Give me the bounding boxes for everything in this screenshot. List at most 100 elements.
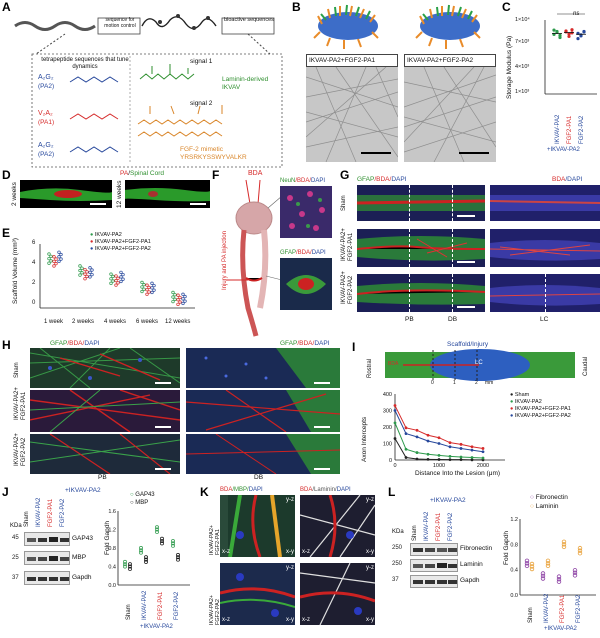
i-ytick: 300	[383, 409, 392, 415]
e-point	[147, 290, 151, 294]
h-pb-sham	[30, 348, 180, 388]
i-legend: ● Sham ● IKVAV-PA2 ● IKVAV-PA2+FGF2-PA1 …	[510, 392, 571, 420]
e-point	[150, 281, 154, 285]
j-ikvav-header: +IKVAV-PA2	[65, 487, 101, 494]
l-ytick: 0.0	[510, 593, 518, 599]
pa1-name: (PA1)	[38, 119, 55, 126]
e-point	[114, 278, 118, 283]
pa2-bottom-name: (PA2)	[38, 151, 55, 158]
i-point	[481, 447, 485, 450]
pa2-top-code: A₂G₂	[38, 74, 54, 81]
e-xtick-4: 12 weeks	[165, 319, 191, 325]
l-point	[524, 561, 530, 566]
f-inset2-legend: GFAP/BDA/DAPI	[280, 250, 326, 256]
e-ylabel: Scaffold Volume (mm³)	[12, 238, 19, 304]
j-point	[155, 529, 159, 534]
j-point	[139, 548, 143, 553]
signal1-label: signal 1	[190, 58, 213, 65]
i-point	[470, 448, 474, 452]
k-legend-right: BDA/Laminin/DAPI	[300, 487, 351, 493]
e-point	[111, 274, 115, 279]
l-point	[572, 568, 578, 573]
l-kda: KDa	[392, 529, 404, 535]
e-point	[109, 277, 113, 281]
e-point	[114, 274, 118, 278]
l-x2: FGF2-PA1	[560, 594, 566, 623]
h-db-sham	[186, 348, 340, 388]
j-kda: KDa	[10, 523, 22, 529]
j-legend-item-0: ○ GAP43	[130, 492, 155, 498]
e-point	[181, 292, 185, 296]
i-mm: mm	[485, 380, 494, 386]
e-point	[119, 270, 123, 274]
e-point	[145, 283, 149, 287]
e-point	[150, 290, 154, 295]
l-point	[524, 558, 530, 563]
j-ytick: 1.2	[108, 528, 116, 534]
signal2-label: signal 2	[190, 100, 213, 107]
h-db-label: DB	[254, 474, 264, 481]
e-point	[176, 293, 180, 297]
c-ytick-1: 7×10³	[515, 39, 530, 45]
l-point	[556, 574, 562, 579]
j-point	[128, 566, 132, 571]
l-band-2: Gapdh	[460, 577, 480, 584]
h-row-label-2: IKVAV-PA2+ FGF2-PA2	[14, 433, 27, 466]
g-row-label-1: IKVAV-PA2+ FGF2-PA1	[341, 228, 354, 261]
j-point	[171, 543, 175, 548]
panel-label-k: K	[200, 485, 209, 499]
k-xy-3: x-y	[286, 617, 294, 623]
e-point	[52, 264, 56, 268]
rat-injection-schematic	[226, 179, 283, 337]
k-xy-1: x-y	[286, 549, 294, 555]
e-point	[111, 279, 115, 283]
i-point	[448, 458, 452, 462]
pa1-code: V₂A₂	[38, 110, 53, 117]
c-point	[567, 34, 571, 39]
i-point	[404, 447, 408, 451]
d-right-time: 12 weeks	[116, 180, 123, 208]
panel-label-f: F	[212, 168, 220, 182]
e-point	[88, 270, 92, 274]
f-inset1-legend: NeuN/BDA/DAPI	[280, 178, 326, 184]
j-point	[171, 539, 175, 544]
l-fold-gapdh-chart: 0.00.40.81.2	[510, 517, 596, 599]
l-ytick: 0.8	[510, 542, 518, 548]
e-point	[54, 262, 58, 266]
e-point	[150, 286, 154, 290]
e-point	[47, 252, 51, 256]
k-xy-4: x-y	[366, 617, 374, 623]
j-point	[123, 562, 127, 567]
c-point	[582, 30, 586, 34]
j-x0: Sham	[126, 604, 132, 620]
l-point	[572, 573, 578, 578]
l-point	[577, 545, 583, 551]
i-series-line	[394, 405, 484, 449]
k-xz-1: x-z	[222, 549, 230, 555]
j-point	[160, 539, 164, 544]
j-ytick: 1.6	[108, 509, 116, 515]
l-point	[556, 579, 562, 584]
e-legend: ● IKVAV-PA2 ● IKVAV-PA2+FGF2-PA1 ● IKVAV…	[90, 232, 151, 253]
l-band-1: Laminin	[460, 561, 483, 568]
i-point	[448, 441, 452, 445]
i-legend-item-3: ● IKVAV-PA2+FGF2-PA2	[510, 413, 571, 419]
e-point	[145, 288, 149, 292]
g-legend-right: BDA/DAPI	[552, 176, 583, 183]
k-legend-left: BDA/MBP/DAPI	[220, 487, 263, 493]
l-band-0: Fibronectin	[460, 545, 493, 552]
e-point	[57, 250, 61, 254]
i-lc-label: LC	[475, 360, 483, 366]
e-ytick-2: 2	[32, 280, 36, 286]
l-point	[529, 566, 535, 572]
i-xtick: 0	[393, 463, 396, 469]
f-bda-label: BDA	[248, 170, 263, 177]
e-point	[152, 288, 156, 292]
j-band-2: Gapdh	[72, 574, 92, 581]
j-ytick: 0.0	[108, 583, 116, 589]
g-pb-label: PB	[405, 316, 414, 323]
i-point	[404, 432, 408, 435]
e-point	[49, 259, 53, 263]
j-blot-gap43	[24, 532, 70, 546]
g-left-sham	[357, 185, 485, 221]
